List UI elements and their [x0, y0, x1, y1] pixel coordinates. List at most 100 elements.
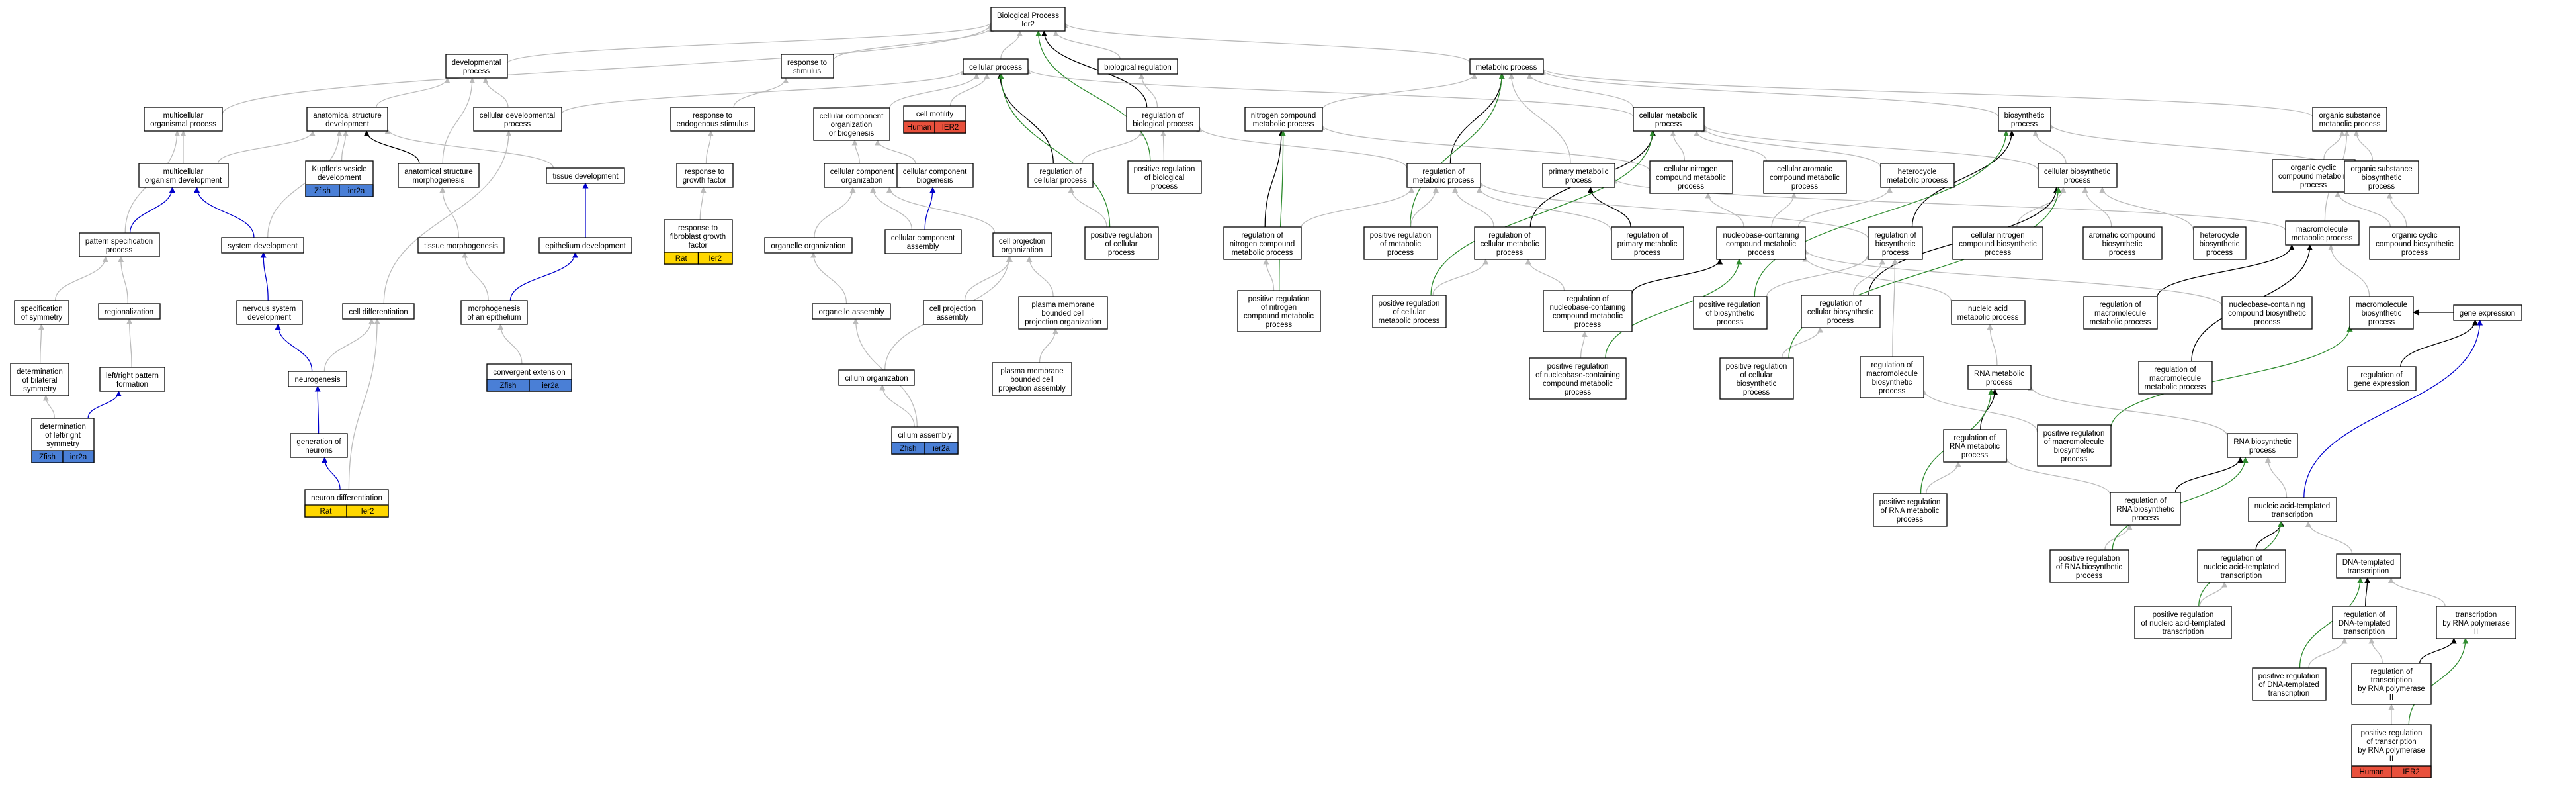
- go-term-node-bioreg[interactable]: biological regulation: [1097, 58, 1178, 75]
- go-term-node-epidev[interactable]: epithelium development: [538, 237, 632, 254]
- go-term-node-orgorg[interactable]: organelle organization: [764, 237, 853, 254]
- go-term-node-tisdev[interactable]: tissue development: [546, 167, 625, 184]
- go-term-node-celldiff[interactable]: cell differentiation: [342, 303, 415, 320]
- go-term-node-regnbcmp[interactable]: regulation ofnucleobase-containingcompou…: [1543, 290, 1633, 332]
- go-term-node-genexp[interactable]: gene expression: [2453, 304, 2522, 321]
- go-term-node-neurogenesis[interactable]: neurogenesis: [288, 371, 347, 387]
- go-term-node-cellproc[interactable]: cellular process: [963, 58, 1029, 75]
- go-term-node-cilorg[interactable]: cilium organization: [838, 369, 915, 386]
- go-term-node-regmmbp[interactable]: regulation ofmacromoleculebiosyntheticpr…: [1860, 356, 1924, 398]
- go-term-node-sysdev[interactable]: system development: [221, 237, 304, 254]
- go-term-node-metab[interactable]: metabolic process: [1469, 58, 1544, 75]
- go-term-node-orgasm[interactable]: organelle assembly: [812, 303, 891, 320]
- go-term-node-regionalization[interactable]: regionalization: [98, 303, 161, 320]
